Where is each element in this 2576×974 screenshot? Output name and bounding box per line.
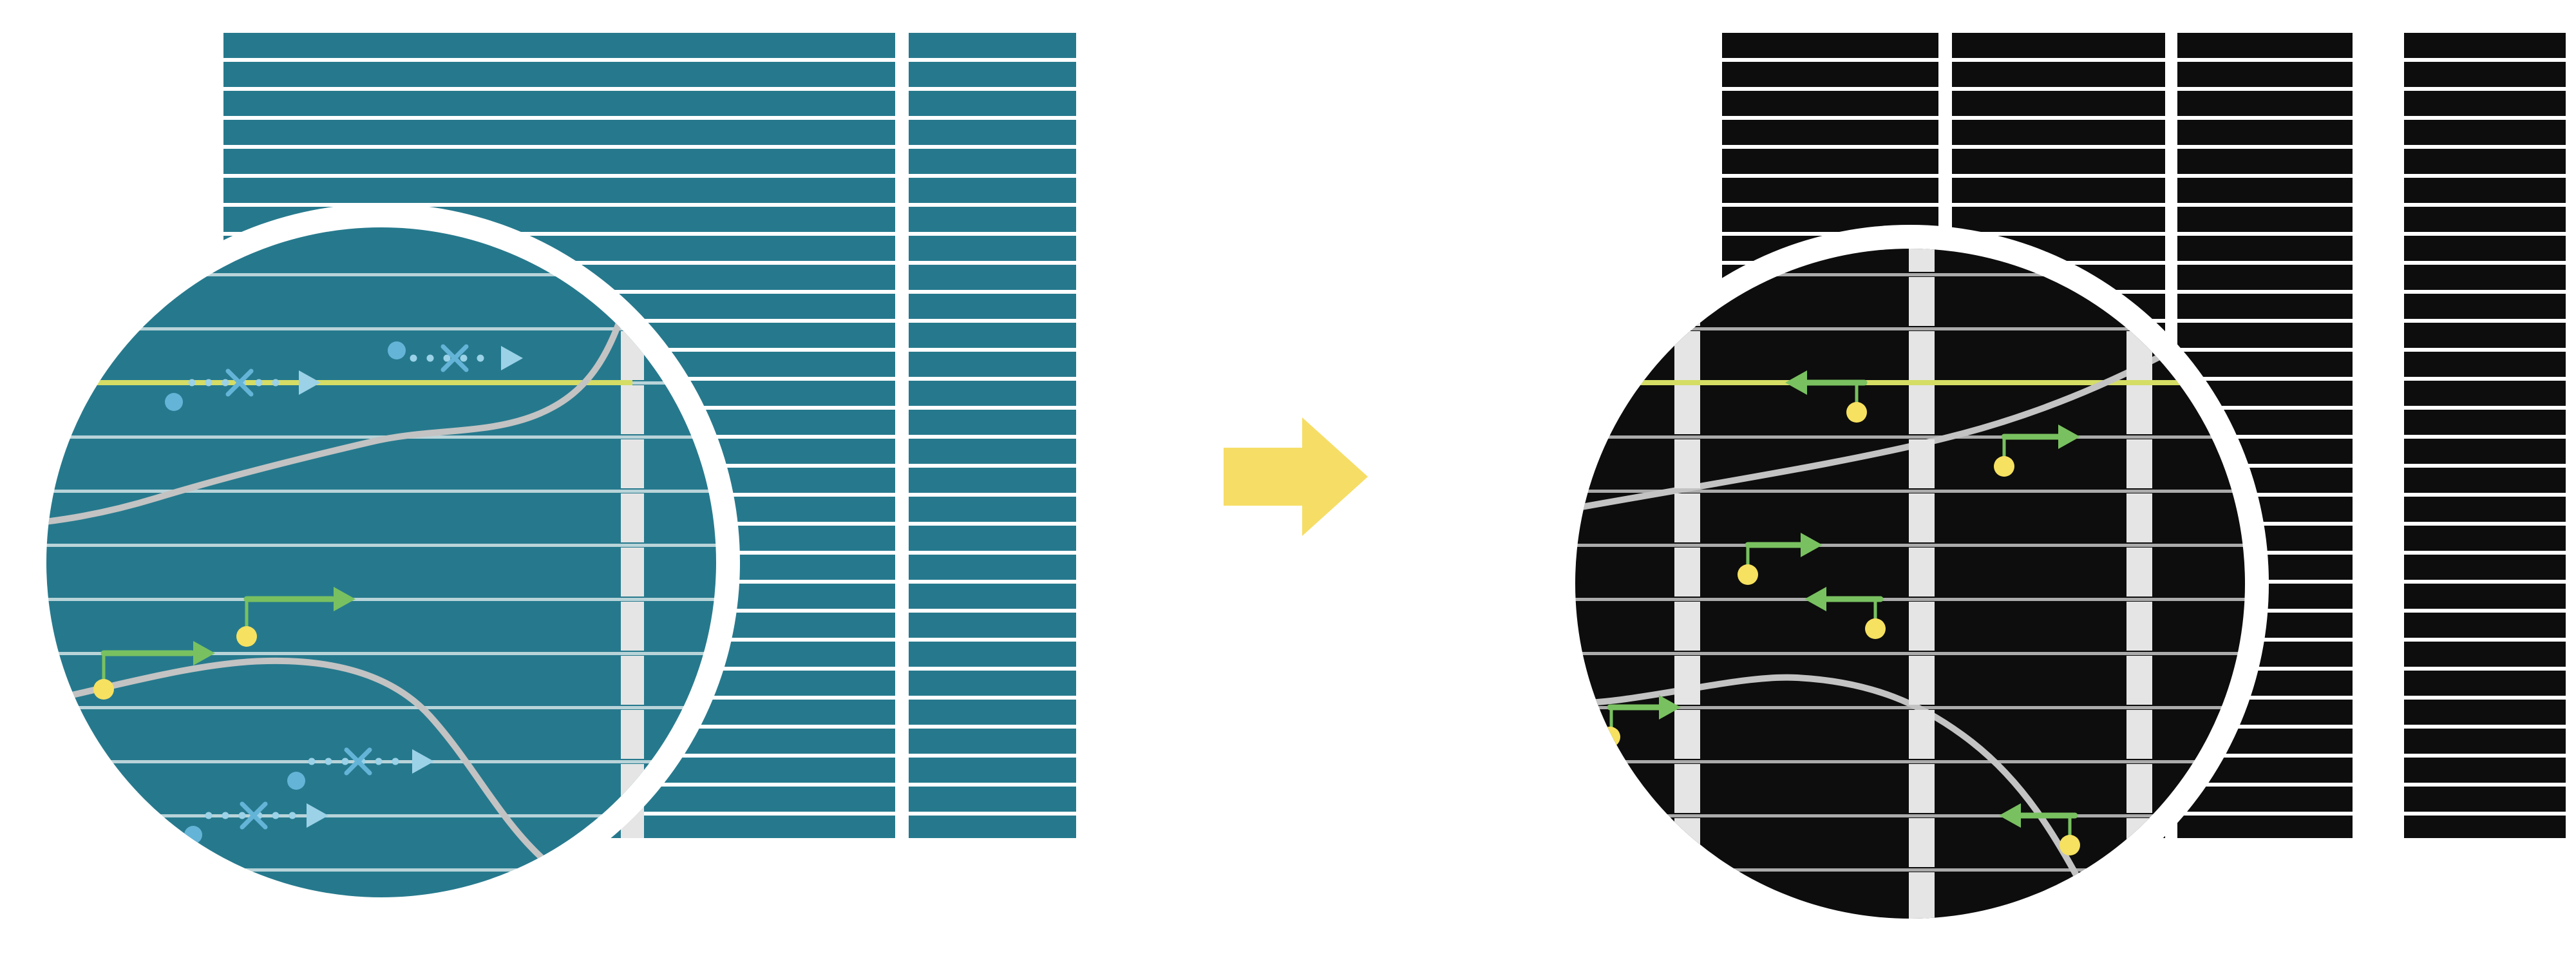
arrowhead-icon — [334, 587, 355, 611]
right-zoom-busbar — [2126, 249, 2152, 919]
lost-carrier-path — [165, 368, 321, 411]
collected-carrier-path — [1738, 533, 1823, 585]
arrowhead-icon — [1659, 695, 1681, 720]
carrier-origin-dot — [1994, 456, 2014, 477]
collected-carrier-path — [1785, 370, 1868, 423]
arrowhead-icon — [1804, 587, 1826, 611]
carrier-origin-dot — [1846, 402, 1867, 423]
arrowhead-icon — [193, 641, 215, 665]
right-zoom-busbar — [1909, 249, 1935, 919]
collected-carrier-path — [1804, 587, 1886, 639]
arrowhead-icon — [1999, 803, 2021, 828]
lost-carrier-path — [287, 747, 434, 790]
grain-boundary — [1575, 674, 2093, 904]
collected-carrier-path — [236, 587, 355, 647]
arrowhead-icon — [1801, 533, 1823, 557]
carrier-origin-dot — [1865, 618, 1886, 639]
recombination-x-icon — [225, 368, 254, 397]
lost-carrier-path — [388, 341, 523, 372]
collected-carrier-path — [93, 641, 215, 700]
arrowhead-icon — [1785, 370, 1807, 395]
right-cell-group — [1551, 33, 2566, 942]
right-zoom-busbar — [1674, 249, 1700, 919]
carrier-origin-dot — [236, 626, 257, 647]
lost-carrier-path — [184, 801, 328, 844]
carrier-origin-dot — [287, 772, 305, 790]
right-zoom-inset — [1575, 249, 2245, 919]
left-zoom-inset — [46, 227, 716, 897]
collected-carrier-path — [1994, 425, 2080, 477]
arrowhead-icon — [2058, 425, 2080, 449]
collected-carrier-path — [1999, 803, 2080, 855]
left-zoom-finger-grid — [46, 227, 716, 897]
carrier-origin-dot — [165, 393, 183, 411]
carrier-origin-dot — [1738, 564, 1758, 585]
carrier-origin-dot — [2060, 835, 2080, 855]
arrowhead-icon — [299, 370, 321, 395]
grain-boundary — [46, 287, 633, 528]
left-cell-group — [23, 33, 1076, 921]
recombination-x-icon — [440, 344, 469, 372]
left-cell-panel-adjacent — [909, 33, 1076, 838]
recombination-x-icon — [240, 801, 268, 830]
carrier-origin-dot — [93, 679, 114, 700]
arrowhead-icon — [501, 346, 523, 370]
recombination-x-icon — [344, 747, 372, 776]
carrier-origin-dot — [388, 341, 406, 359]
arrow-right-icon — [1224, 417, 1368, 536]
arrowhead-icon — [307, 803, 328, 828]
right-cell-panel-adjacent — [2404, 33, 2566, 838]
arrowhead-icon — [412, 749, 434, 774]
